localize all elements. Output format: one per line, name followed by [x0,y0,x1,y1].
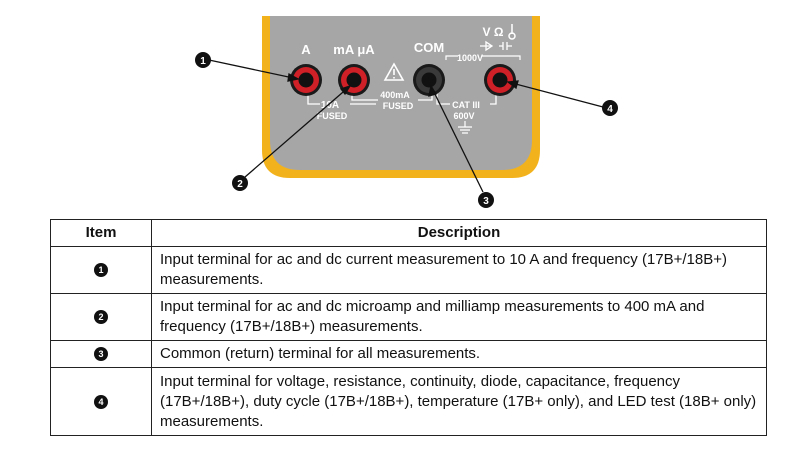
callout-2: 2 [232,175,248,191]
item-badge-3: 3 [94,347,108,362]
leader-line-4 [507,81,604,108]
table-row: 1 Input terminal for ac and dc current m… [50,246,767,294]
leader-arrow-3 [428,84,438,97]
cat-rating-label: CAT III [452,100,480,110]
svg-text:3: 3 [483,196,489,207]
fuse-400ma-fused-label: FUSED [383,101,414,111]
volts-rating-label: 1000V [457,53,483,63]
leader-arrow-1 [287,72,300,82]
diode-capacitor-icon [480,40,512,52]
meter-terminal-diagram: A mA μA COM V Ω 1000V 10A FUSED 400mA FU… [195,16,618,208]
terminal-description-table: Item Description 1 Input terminal for ac… [50,219,767,436]
callout-3: 3 [478,192,494,208]
warning-icon [383,62,405,81]
row-description: Input terminal for voltage, resistance, … [151,367,767,436]
milliamps-label: mA μA [333,42,375,57]
com-label: COM [414,40,444,55]
leader-line-1 [208,59,299,80]
leader-arrow-4 [506,80,519,90]
amps-label: A [301,42,311,57]
item-badge-4: 4 [94,394,108,409]
item-column-header: Item [50,219,152,247]
fuse-10a-fused-label: FUSED [317,111,348,121]
thermometer-icon [508,24,516,40]
row-description: Input terminal for ac and dc microamp an… [151,293,767,341]
svg-text:4: 4 [607,104,613,115]
meter-panel [270,16,532,170]
ground-icon [458,121,472,134]
table-header-row: Item Description [50,219,767,247]
terminal-volts[interactable] [484,64,516,96]
svg-text:1: 1 [200,56,206,67]
item-badge-1: 1 [94,263,108,278]
terminal-com[interactable] [413,64,445,96]
leader-line-2 [244,85,351,178]
table-row: 3 Common (return) terminal for all measu… [50,340,767,368]
item-badge-2: 2 [94,310,108,325]
callout-1: 1 [195,52,211,68]
svg-text:2: 2 [237,179,243,190]
callout-4: 4 [602,100,618,116]
leader-arrow-2 [339,84,352,96]
volts-bracket [445,55,521,60]
volts-symbols-label: V Ω [483,25,504,39]
fuse-400ma-label: 400mA [380,90,410,100]
row-description: Input terminal for ac and dc current mea… [151,246,767,294]
description-column-header: Description [151,219,767,247]
cat-voltage-label: 600V [453,111,474,121]
table-row: 4 Input terminal for voltage, resistance… [50,367,767,436]
terminal-amps[interactable] [290,64,322,96]
fuse-10a-label: 10A [321,100,339,111]
row-description: Common (return) terminal for all measure… [151,340,767,368]
table-row: 2 Input terminal for ac and dc microamp … [50,293,767,341]
leader-line-3 [430,85,484,193]
